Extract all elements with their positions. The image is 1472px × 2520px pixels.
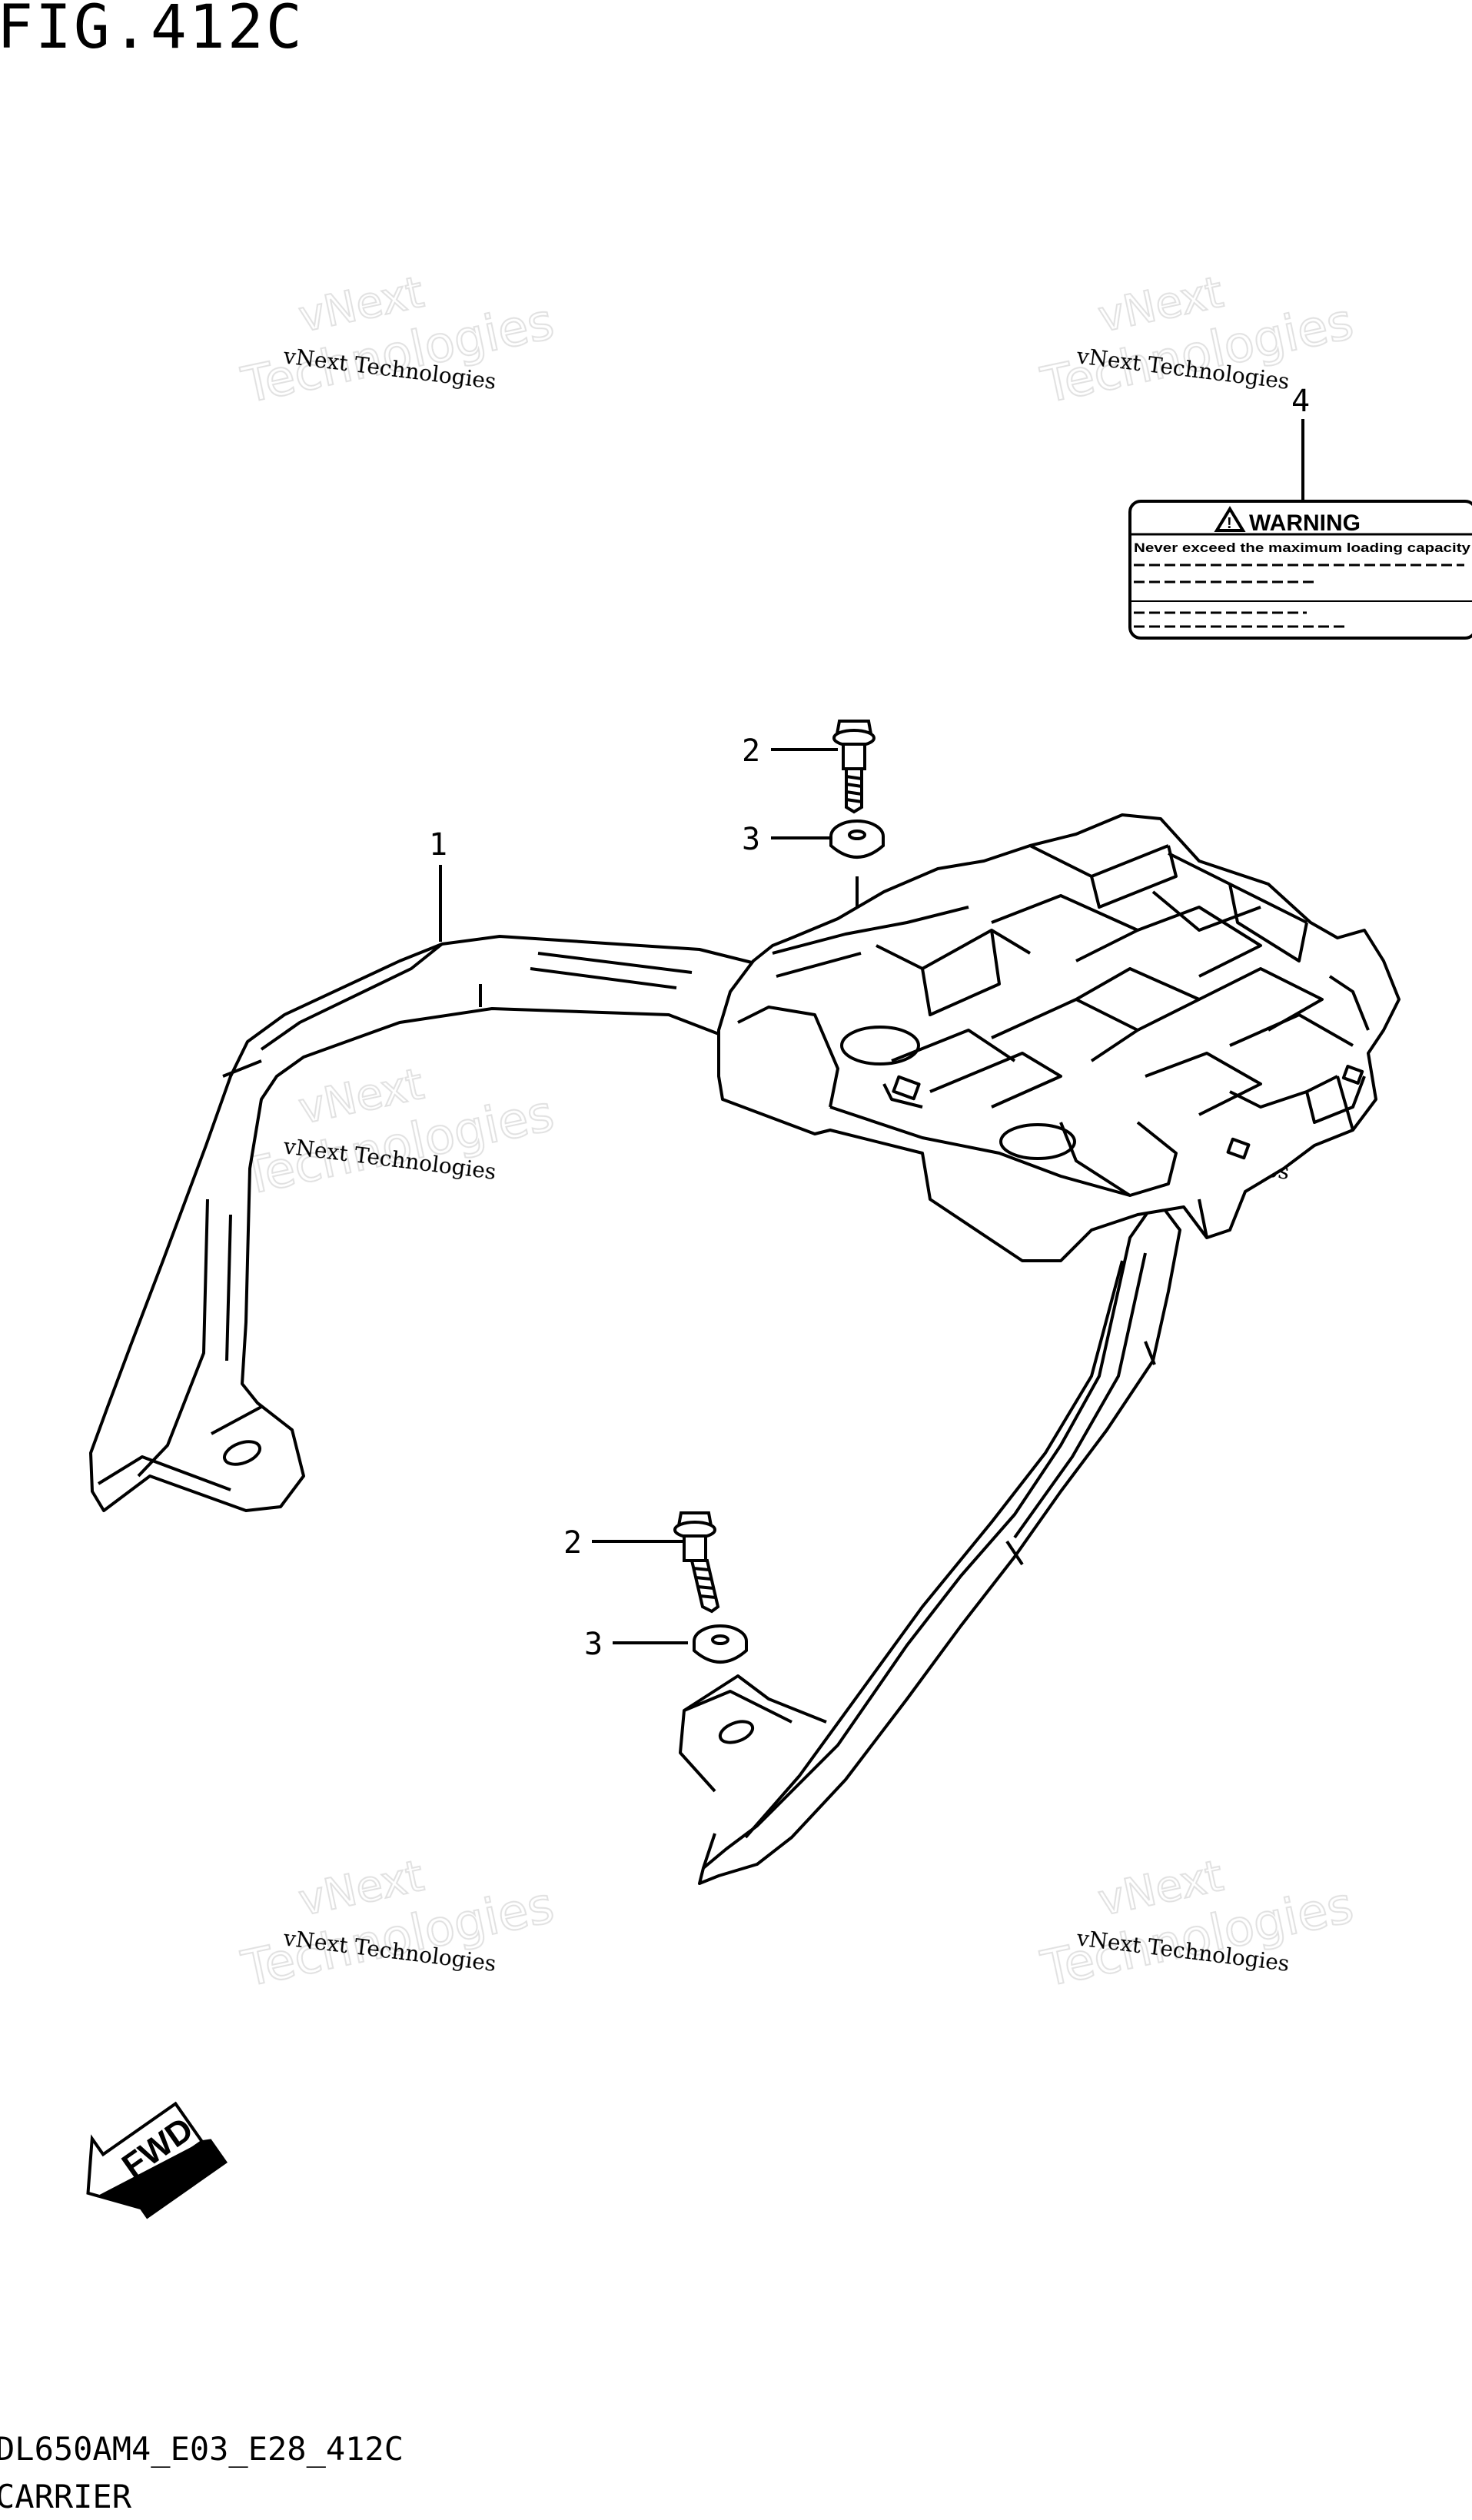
watermark: vNext Technologies	[236, 267, 560, 416]
callout-2-upper: 2	[742, 733, 760, 769]
watermark: vNext Technologies	[236, 1850, 560, 2000]
figure-code: DL650AM4_E03_E28_412C	[0, 2430, 404, 2468]
warning-heading: WARNING	[1249, 510, 1361, 536]
warning-triangle-icon	[1214, 506, 1246, 532]
callout-4: 4	[1291, 384, 1310, 419]
carrier-right-rail	[679, 1198, 1181, 1885]
carrier-left-rail	[89, 935, 763, 1512]
callout-2-lower: 2	[563, 1525, 582, 1561]
washer-lower	[693, 1624, 748, 1664]
callout-3-upper: 3	[742, 822, 760, 857]
bolt-lower	[673, 1511, 720, 1614]
figure-name: CARRIER	[0, 2478, 132, 2515]
washer-upper	[829, 819, 885, 859]
warning-label: ! WARNING Never exceed the maximum loadi…	[1128, 500, 1472, 640]
callout-3-lower: 3	[584, 1627, 603, 1662]
callout-1: 1	[429, 827, 447, 863]
fwd-arrow-icon: FWD	[86, 2101, 228, 2219]
warning-text: Never exceed the maximum loading capacit…	[1134, 540, 1471, 555]
svg-text:!: !	[1227, 515, 1232, 532]
figure-title: FIG.412C	[0, 0, 304, 62]
bolt-upper	[832, 720, 876, 814]
watermark: vNext Technologies	[1035, 1850, 1359, 2000]
carrier-rack	[717, 813, 1401, 1262]
